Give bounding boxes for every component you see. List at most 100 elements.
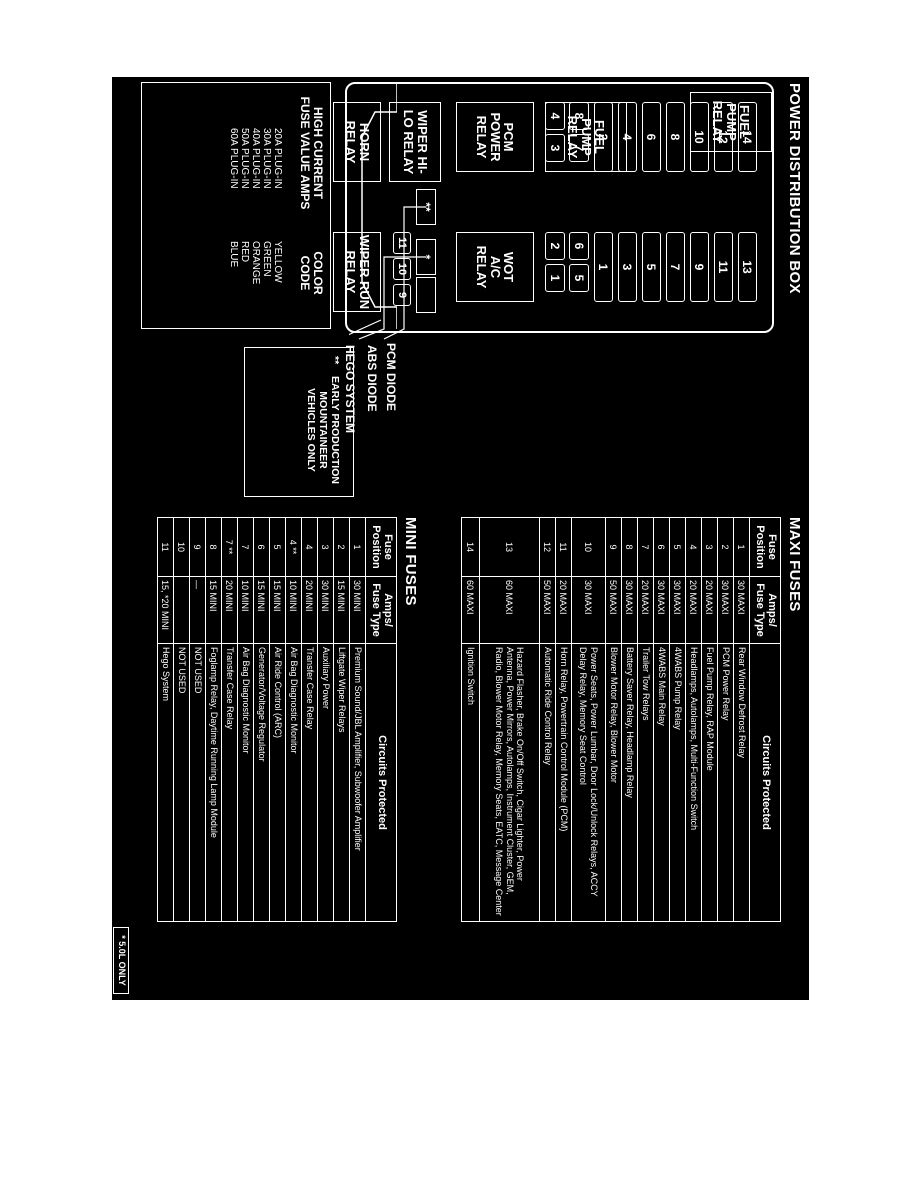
mini_table-cell: 4 ** <box>285 517 302 577</box>
hc-amps-0: 20A PLUG-IN <box>272 128 283 189</box>
rotated-content: POWER DISTRIBUTION BOX FUEL PUMP RELAY F… <box>112 77 809 1000</box>
early-production-note: ** EARLY PRODUCTION MOUNTAINEER VEHICLES… <box>244 347 354 497</box>
maxi_table-cell: 60 MAXI <box>461 576 480 644</box>
mini_table-cell: Liftgate Wiper Relays <box>333 643 350 922</box>
mini_table-cell: 15, *20 MINI <box>157 576 174 644</box>
high-current-legend: HIGH CURRENT FUSE VALUE AMPS COLOR CODE … <box>141 82 331 329</box>
maxi_table-cell: 4WABS Pump Relay <box>669 643 686 922</box>
hc-amps-2: 40A PLUG-IN <box>250 128 261 189</box>
maxi_table-cell: 30 MAXI <box>653 576 670 644</box>
maxi_table-cell: Blower Motor Relay, Blower Motor <box>605 643 622 922</box>
mini-fuse-10: 10 <box>393 258 411 280</box>
maxi-fuse-6: 6 <box>642 102 661 172</box>
maxi_table-cell: 3 <box>701 517 718 577</box>
mini-fuse-11: 11 <box>393 232 411 254</box>
mini_table-cell: 30 MINI <box>349 576 366 644</box>
mini_table-cell: 20 MINI <box>301 576 318 644</box>
mini_table-cell: 1 <box>349 517 366 577</box>
mini_table-header-2: Circuits Protected <box>365 643 397 922</box>
mini_table-cell <box>173 576 190 644</box>
maxi_table-cell: 10 <box>571 517 606 577</box>
hego-system-callout: HEGO SYSTEM <box>343 345 357 434</box>
note-mark: ** <box>329 356 341 365</box>
maxi_table-cell: 20 MAXI <box>555 576 572 644</box>
maxi_table-cell: Rear Window Defrost Relay <box>733 643 750 922</box>
mini_table-cell: 10 MINI <box>285 576 302 644</box>
maxi_table-cell: 1 <box>733 517 750 577</box>
abs-diode-callout: ABS DIODE <box>365 345 379 412</box>
hc-heading-amps: HIGH CURRENT FUSE VALUE AMPS <box>297 96 325 210</box>
mini_table-cell: Premium Sound/JBL Amplifier, Subwoofer A… <box>349 643 366 922</box>
maxi_table-cell: 30 MAXI <box>571 576 606 644</box>
maxi_table-cell: 2 <box>717 517 734 577</box>
hc-color-4: BLUE <box>228 241 239 268</box>
maxi_table-cell: 9 <box>605 517 622 577</box>
maxi_table-header-0: Fuse Position <box>749 517 781 577</box>
maxi-fuse-9: 9 <box>690 232 709 302</box>
hc-color-0: YELLOW <box>272 241 283 283</box>
diagram-panel: POWER DISTRIBUTION BOX FUEL PUMP RELAY F… <box>112 77 809 1000</box>
maxi_table-cell: 7 <box>637 517 654 577</box>
maxi_table-cell: 50 MAXI <box>605 576 622 644</box>
hc-color-3: RED <box>239 241 250 263</box>
maxi-fuse-11: 11 <box>714 232 733 302</box>
mini_table-cell: 15 MINI <box>205 576 222 644</box>
mini_table-cell: Air Bag Diagnostic Monitor <box>285 643 302 922</box>
maxi-fuse-13: 13 <box>738 232 757 302</box>
maxi_table-cell: 13 <box>479 517 540 577</box>
mini_table-cell: 9 <box>189 517 206 577</box>
mini_table-cell: 6 <box>253 517 270 577</box>
mini-fuse-9: 9 <box>393 284 411 306</box>
hc-color-1: GREEN <box>261 241 272 277</box>
maxi_table-cell: 30 MAXI <box>733 576 750 644</box>
maxi_table-cell: Horn Relay, Powertrain Control Module (P… <box>555 643 572 922</box>
maxi_table-cell: 20 MAXI <box>637 576 654 644</box>
callout-lines <box>349 206 426 340</box>
mini_table-cell: 8 <box>205 517 222 577</box>
pcm-diode-callout: PCM DIODE <box>384 343 398 412</box>
maxi_table-cell: 8 <box>621 517 638 577</box>
power-distribution-box: FUEL PUMP RELAY <box>345 82 774 333</box>
mini_table-cell: 15 MINI <box>269 576 286 644</box>
mini_table-cell: 3 <box>317 517 334 577</box>
five-liter-only-badge: * 5.0L ONLY <box>113 927 129 994</box>
maxi_table-cell: 14 <box>461 517 480 577</box>
mini_table-cell: 10 MINI <box>237 576 254 644</box>
mini_table-cell: — <box>189 576 206 644</box>
mini_table-cell: Air Ride Control (ARC) <box>269 643 286 922</box>
mini_table-cell: NOT USED <box>189 643 206 922</box>
mini_table-cell: 4 <box>301 517 318 577</box>
mini_table-cell: 20 MINI <box>221 576 238 644</box>
mini_table-cell: Transfer Case Relay <box>221 643 238 922</box>
mini_table-cell: 11 <box>157 517 174 577</box>
mini_table-header-0: Fuse Position <box>365 517 397 577</box>
maxi_table-cell: 20 MAXI <box>685 576 702 644</box>
maxi_table-cell: 30 MAXI <box>621 576 638 644</box>
maxi_table-cell: Headlamps, Autolamps, Multi-Function Swi… <box>685 643 702 922</box>
maxi-fuse-7: 7 <box>666 232 685 302</box>
maxi-fuses-title: MAXI FUSES <box>786 517 803 612</box>
hc-amps-3: 50A PLUG-IN <box>239 128 250 189</box>
mini-fuse-2: 2 <box>545 232 565 260</box>
maxi_table-header-1: Amps/ Fuse Type <box>749 576 781 644</box>
mini_table-cell: 10 <box>173 517 190 577</box>
maxi_table-cell: 30 MAXI <box>717 576 734 644</box>
maxi_table-cell: Trailer Tow Relays <box>637 643 654 922</box>
